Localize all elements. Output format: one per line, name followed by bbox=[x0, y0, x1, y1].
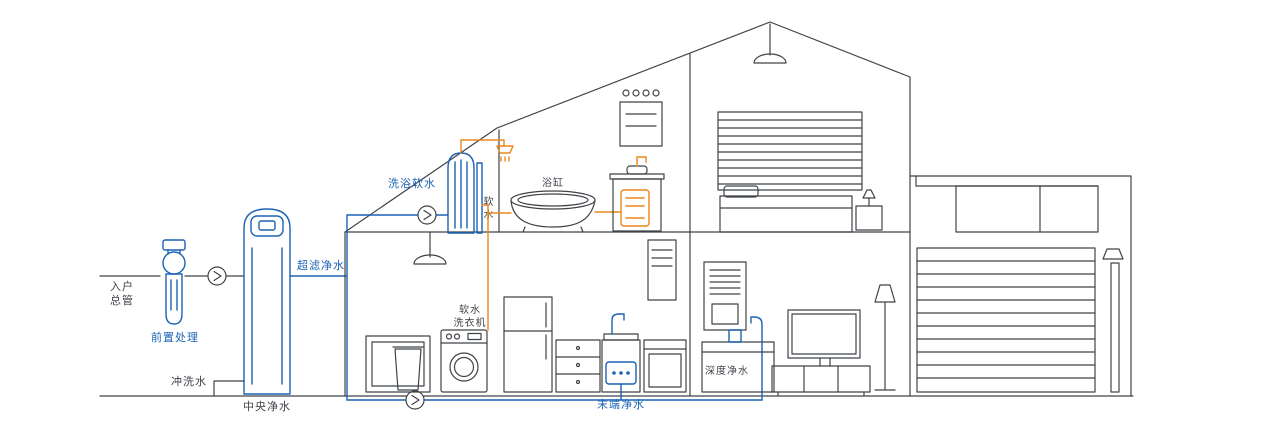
basin bbox=[626, 165, 648, 175]
downspout bbox=[1110, 262, 1120, 393]
soft-washer-label-line1: 软水 bbox=[459, 303, 481, 316]
window-blinds bbox=[717, 111, 863, 191]
basin-faucet-icon bbox=[636, 156, 647, 167]
living-room bbox=[771, 284, 896, 397]
refrigerator bbox=[503, 296, 553, 393]
tv bbox=[787, 309, 861, 359]
soft-water-label-char1: 软 bbox=[484, 195, 495, 208]
garage-door bbox=[916, 247, 1096, 393]
soft-water-pipes bbox=[460, 139, 622, 331]
kitchen: 末端净水 bbox=[503, 296, 687, 411]
soft-washer-label-line2: 洗衣机 bbox=[454, 316, 487, 329]
shower-head-icon bbox=[496, 145, 514, 154]
terminal-purifier-label: 末端净水 bbox=[597, 397, 645, 411]
purified-water-pipes bbox=[346, 214, 763, 401]
deep-purifier-label: 深度净水 bbox=[705, 364, 749, 377]
flow-arrow-icon bbox=[417, 205, 437, 225]
flow-arrow-icon bbox=[405, 390, 425, 410]
pendant-lamp bbox=[753, 53, 787, 64]
water-heater-unit bbox=[620, 189, 650, 227]
flush-water-drain: 冲洗水 bbox=[171, 374, 245, 397]
dishwasher bbox=[643, 339, 687, 393]
floor-lamp bbox=[874, 284, 896, 391]
sink-faucet-icon bbox=[611, 313, 625, 335]
pre-treatment-label: 前置处理 bbox=[151, 330, 199, 344]
bathroom: 浴缸 bbox=[510, 89, 665, 233]
waste-bin bbox=[392, 346, 424, 391]
tall-cabinet bbox=[703, 261, 747, 331]
mirror-cabinet bbox=[619, 101, 663, 147]
console-cabinet bbox=[365, 335, 431, 393]
nightstand bbox=[855, 205, 883, 231]
wall-lamp bbox=[1102, 248, 1124, 260]
bathtub-label: 浴缸 bbox=[542, 176, 564, 189]
vanity-counter bbox=[609, 173, 665, 180]
tv-console bbox=[771, 365, 871, 393]
bath-softener-unit: 洗浴软水 软 水 bbox=[388, 152, 495, 234]
bed bbox=[719, 195, 853, 233]
inlet-label-line1: 入户 bbox=[110, 279, 134, 293]
vanity-cabinet bbox=[612, 178, 662, 232]
table-lamp bbox=[862, 189, 876, 207]
bedroom bbox=[717, 23, 883, 233]
pre-filter-unit: 前置处理 bbox=[151, 239, 209, 344]
bath-softener-label: 洗浴软水 bbox=[388, 176, 436, 190]
flush-water-label: 冲洗水 bbox=[171, 374, 207, 388]
water-cup bbox=[728, 329, 742, 343]
pendant-lamp bbox=[413, 231, 447, 265]
deep-purification-area: 深度净水 bbox=[701, 261, 775, 393]
inlet-label-line2: 总管 bbox=[110, 293, 134, 307]
kitchen-cabinet bbox=[555, 339, 601, 393]
flow-arrow-icon bbox=[207, 266, 245, 286]
washing-machine bbox=[440, 329, 488, 393]
ultrafiltration-label: 超滤净水 bbox=[297, 258, 345, 272]
ultrafiltration-pipe: 超滤净水 bbox=[289, 258, 348, 277]
bathtub bbox=[510, 190, 596, 210]
soft-water-label-char2: 水 bbox=[484, 209, 495, 221]
sink bbox=[603, 333, 639, 341]
house-frame bbox=[344, 21, 1132, 397]
pillow bbox=[723, 185, 759, 198]
under-sink-purifier bbox=[605, 361, 637, 385]
central-purifier-label: 中央净水 bbox=[243, 399, 291, 413]
dispenser-faucet-icon bbox=[750, 316, 763, 343]
left-room-furniture: 软水 洗衣机 bbox=[365, 303, 488, 393]
supply-inlet: 入户 总管 bbox=[99, 275, 161, 307]
kitchen-duct bbox=[647, 239, 677, 301]
central-purifier-unit: 中央净水 bbox=[243, 208, 291, 413]
